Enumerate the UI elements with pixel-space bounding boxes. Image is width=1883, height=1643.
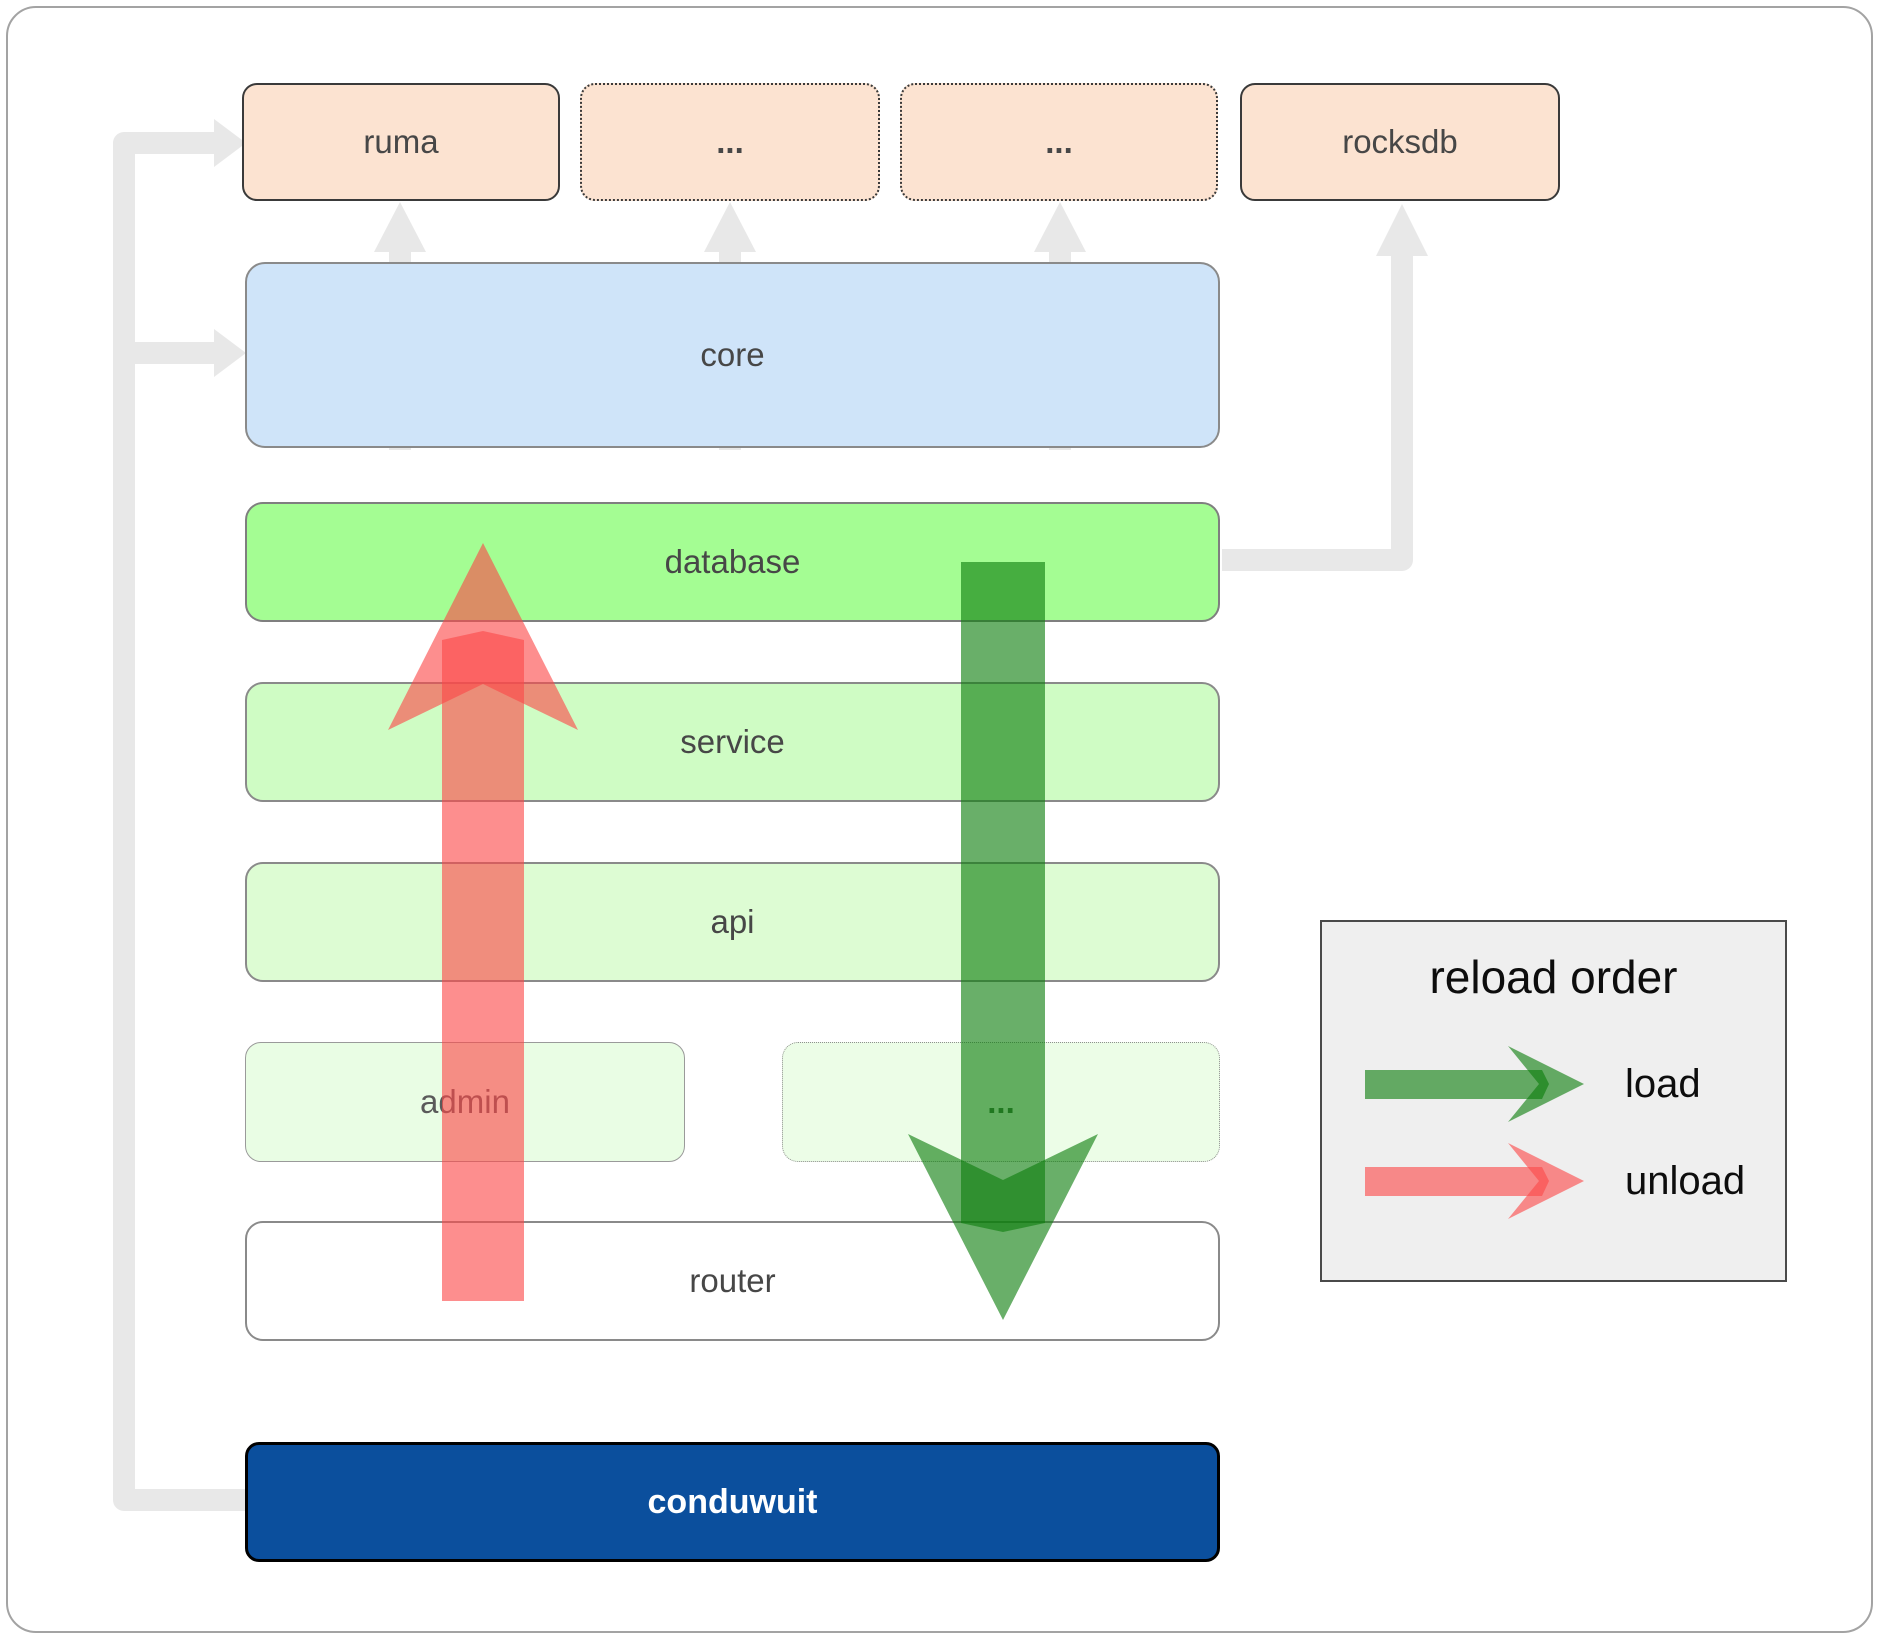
box-database-label: database — [664, 543, 801, 580]
legend-load-arrow-icon — [1365, 1046, 1584, 1122]
box-admin-label: admin — [420, 1083, 510, 1120]
box-core: core — [245, 262, 1220, 448]
box-api-label: api — [710, 903, 755, 940]
box-database: database — [245, 502, 1220, 622]
legend-load-arrow-shaft — [1365, 1070, 1549, 1099]
box-ellipsis-1: ... — [580, 83, 880, 201]
legend-unload-arrow-shaft — [1365, 1167, 1549, 1196]
diagram-outer-frame — [6, 6, 1873, 1633]
legend-title: reload order — [1429, 951, 1678, 1003]
box-api: api — [245, 862, 1220, 982]
box-core-label: core — [700, 336, 765, 373]
box-conduwuit-label: conduwuit — [647, 1482, 818, 1521]
box-rocksdb-label: rocksdb — [1342, 123, 1458, 160]
box-ellipsis-2: ... — [900, 83, 1218, 201]
legend-unload-arrow-icon — [1365, 1143, 1584, 1219]
box-service-label: service — [680, 723, 785, 760]
box-ellipsis-2-label: ... — [1045, 123, 1073, 160]
legend-unload-arrow-head — [1508, 1143, 1584, 1219]
box-ellipsis-1-label: ... — [716, 123, 744, 160]
legend-panel: reload order load unload — [1320, 920, 1787, 1282]
box-conduwuit: conduwuit — [245, 1442, 1220, 1562]
box-service: service — [245, 682, 1220, 802]
legend-load-label: load — [1625, 1062, 1701, 1106]
box-ruma-label: ruma — [363, 123, 439, 160]
legend-unload-label: unload — [1625, 1159, 1746, 1203]
box-rocksdb: rocksdb — [1240, 83, 1560, 201]
box-admin: admin — [245, 1042, 685, 1162]
box-ellipsis-3: ... — [782, 1042, 1220, 1162]
legend-load-arrow-head — [1508, 1046, 1584, 1122]
box-router: router — [245, 1221, 1220, 1341]
box-ruma: ruma — [242, 83, 560, 201]
box-router-label: router — [689, 1262, 776, 1299]
box-ellipsis-3-label: ... — [987, 1083, 1015, 1120]
